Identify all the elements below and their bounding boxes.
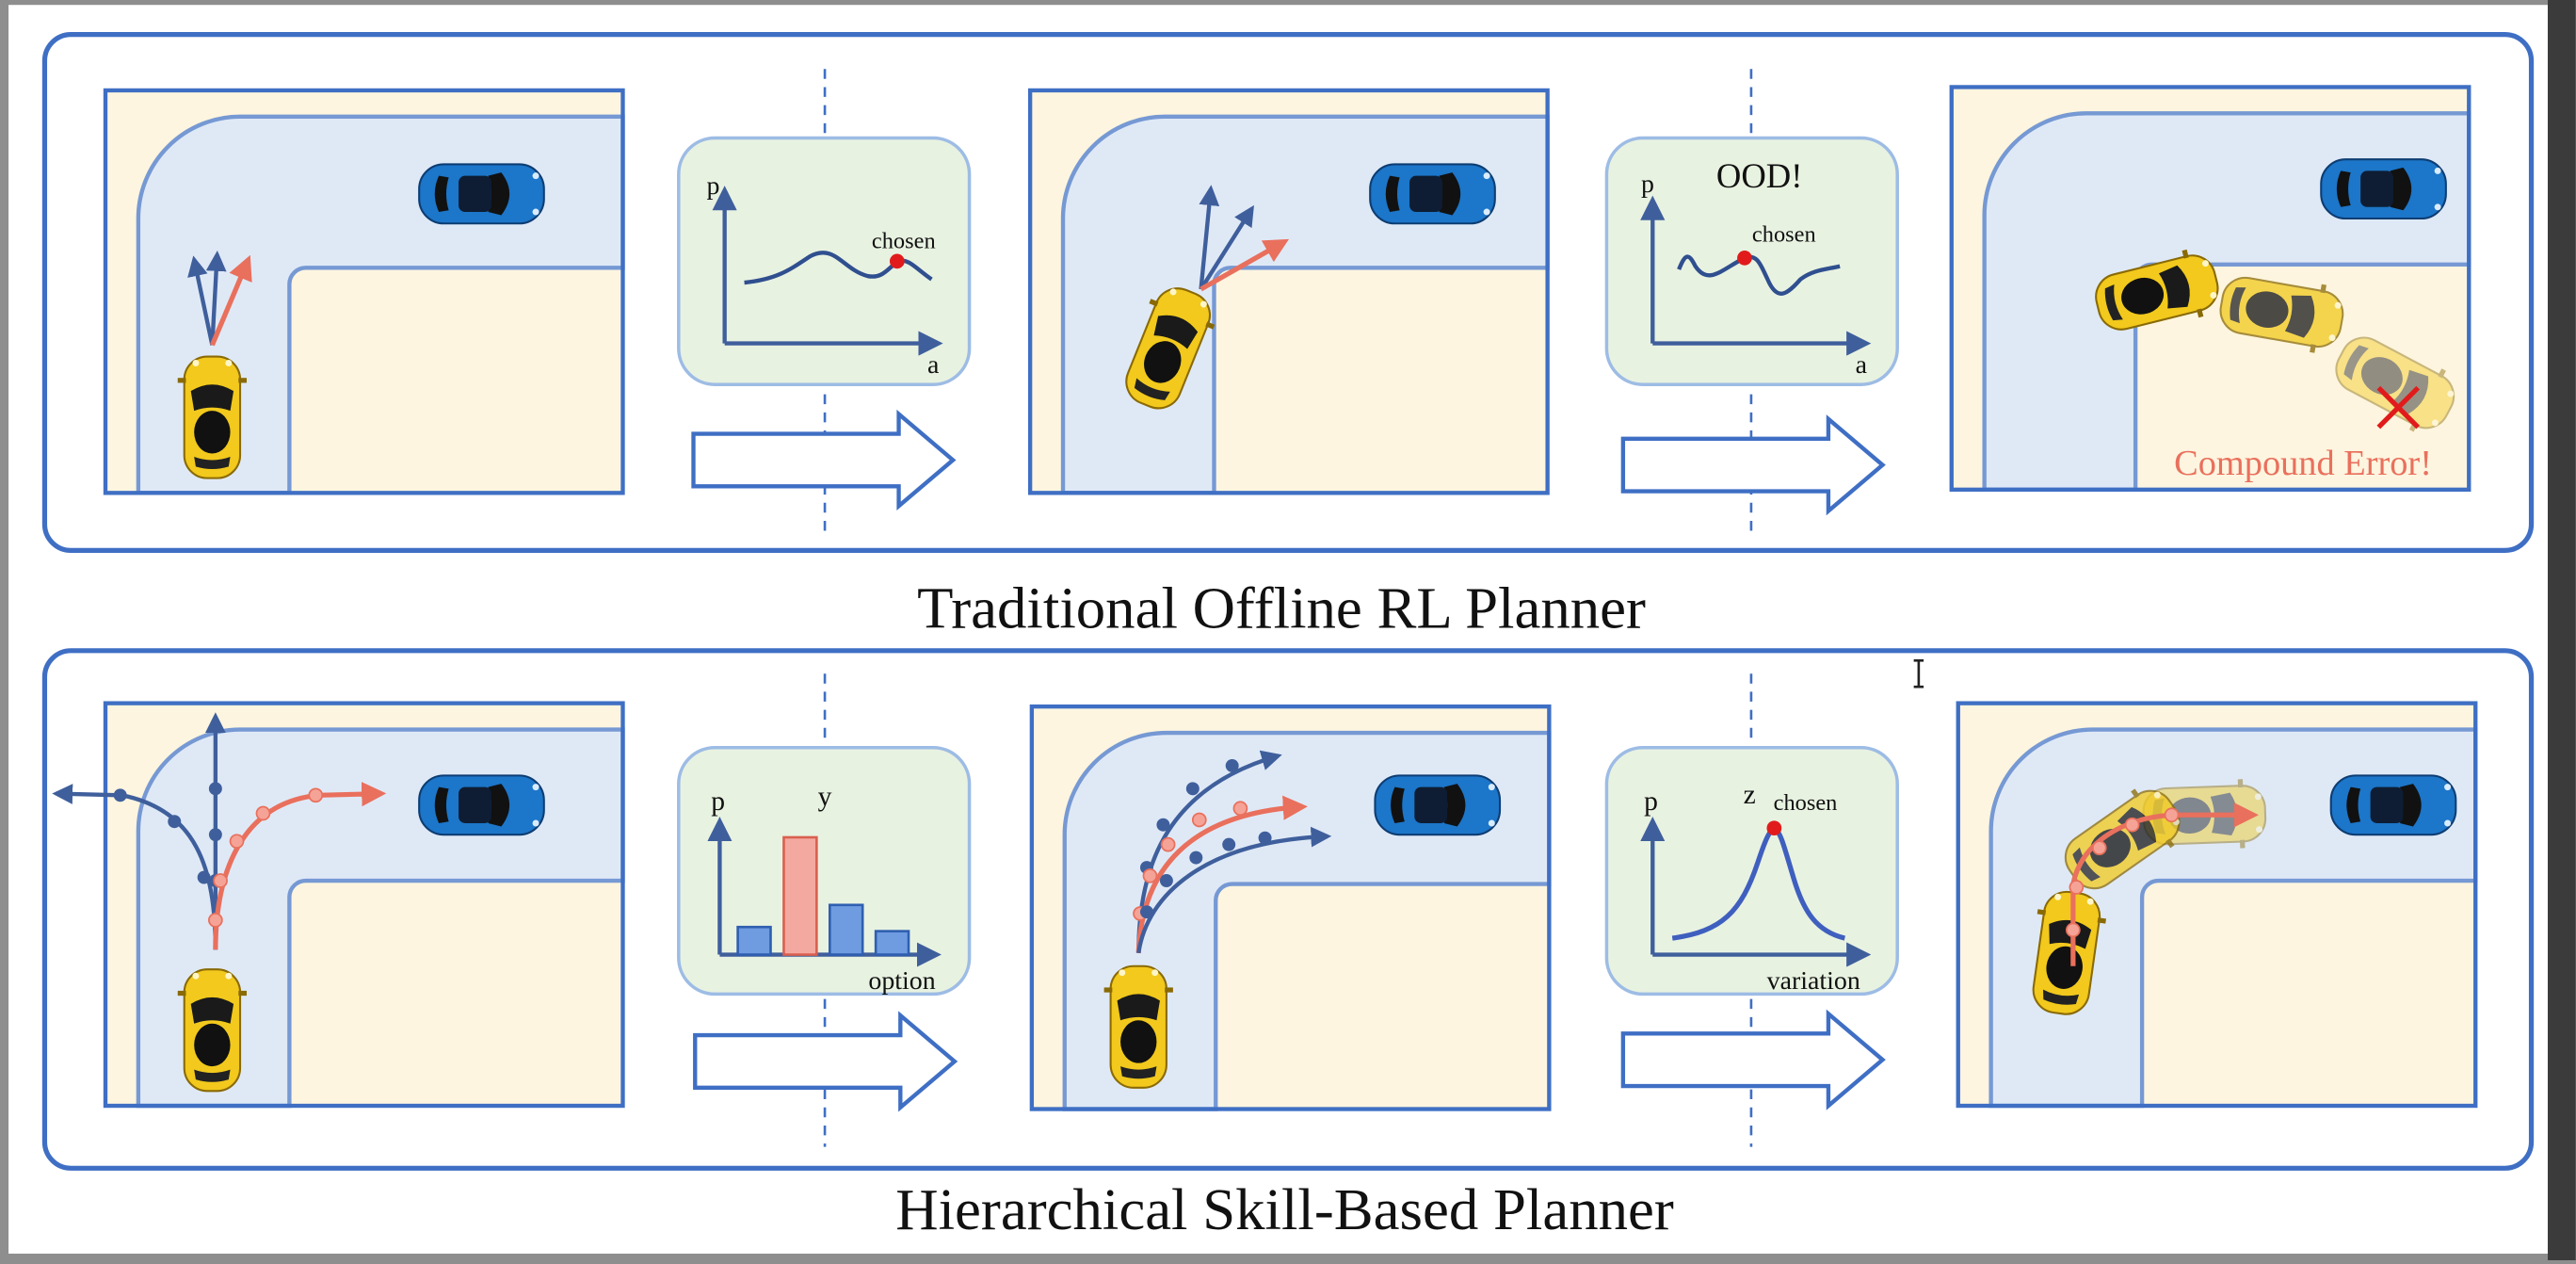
other-car-icon [1374, 774, 1502, 836]
ego-car-icon [176, 355, 249, 479]
executed-trajectory [2070, 802, 2259, 966]
bottom-row-title: Hierarchical Skill-Based Planner [895, 1176, 1674, 1242]
action-arrow [205, 251, 227, 346]
ood-warning: OOD! [1716, 156, 1803, 195]
chosen-point [1737, 251, 1752, 266]
chosen-option-bar [782, 835, 818, 956]
plot-top-1: p a chosen [677, 136, 972, 386]
chosen-label: chosen [1774, 790, 1838, 816]
other-car-icon [418, 163, 545, 225]
option-bars [736, 835, 910, 956]
other-car-icon [418, 774, 545, 836]
scene-panel-b1 [52, 704, 623, 1106]
option-bar [736, 925, 772, 956]
x-axis-label: variation [1767, 966, 1860, 996]
scene-panel-t3: Compound Error! [1952, 87, 2470, 489]
scene-panel-t1 [105, 90, 623, 493]
x-axis-label: option [868, 966, 935, 996]
scene-panel-b2 [1032, 706, 1550, 1109]
scene-panel-b3 [1958, 704, 2476, 1106]
x-axis-label: a [927, 350, 939, 380]
chosen-label: chosen [872, 228, 936, 253]
option-bar [874, 930, 910, 956]
y-axis-label: p [711, 786, 725, 817]
chosen-point [1766, 820, 1782, 836]
action-arrow [1199, 204, 1254, 291]
text-cursor-icon [1913, 658, 1924, 689]
distribution-curve [1677, 254, 1841, 296]
chosen-action-arrow [209, 254, 252, 347]
compound-error-label: Compound Error! [2174, 444, 2432, 483]
action-arrow [187, 255, 215, 346]
option-symbol: y [818, 782, 832, 812]
y-axis-label: p [706, 171, 719, 201]
other-car-icon [2329, 774, 2457, 836]
ego-car-icon [176, 968, 249, 1093]
x-axis-label: a [1856, 350, 1867, 380]
y-axis-label: p [1641, 170, 1654, 199]
option-bar [828, 903, 864, 956]
other-car-icon [2320, 158, 2447, 220]
distribution-curve [744, 251, 933, 285]
plot-bottom-1: p y option [677, 745, 972, 996]
ego-car-icon [1103, 964, 1174, 1089]
top-row-title: Traditional Offline RL Planner [917, 575, 1646, 640]
chosen-point [889, 253, 905, 269]
y-axis-label: p [1644, 786, 1658, 817]
chosen-label: chosen [1752, 221, 1816, 247]
variation-symbol: z [1744, 780, 1756, 810]
chosen-variation-trajectory [1135, 795, 1308, 953]
other-car-icon [1369, 163, 1496, 225]
cross-icon [2376, 385, 2421, 429]
plot-bottom-2: p z chosen variation [1604, 745, 1899, 996]
skill-variation-trajectory [1136, 826, 1332, 954]
action-arrow [1199, 185, 1220, 290]
scene-panel-t2 [1030, 90, 1548, 493]
chosen-action-arrow [1199, 238, 1290, 292]
plot-top-2: p a OOD! chosen [1604, 136, 1899, 386]
